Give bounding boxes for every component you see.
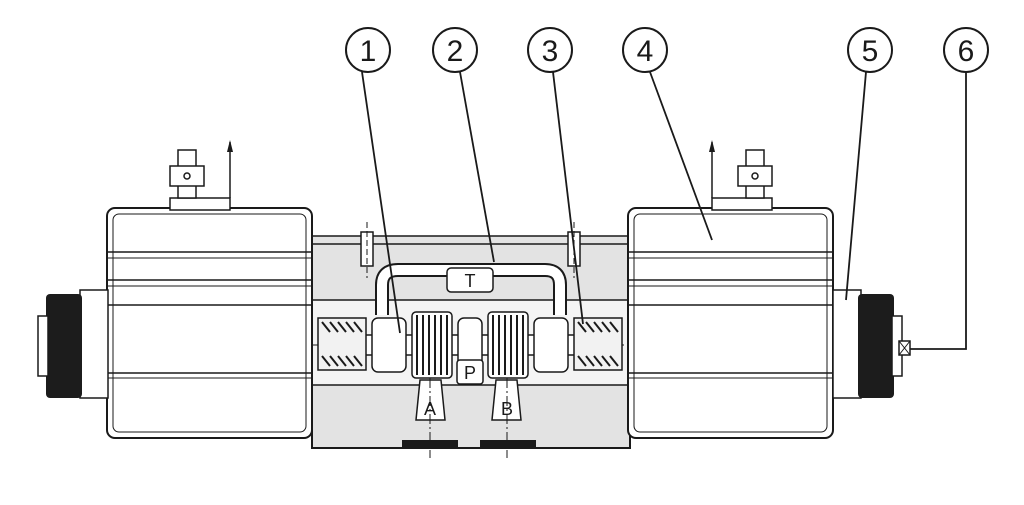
return-spring-left <box>317 317 367 371</box>
solenoid-right <box>627 207 834 439</box>
port-label-p: P <box>464 363 476 383</box>
manual-override-left <box>37 289 109 399</box>
port-b-passage <box>480 378 536 458</box>
connector-left <box>169 140 233 211</box>
callout-number-1: 1 <box>360 35 377 68</box>
port-label-b: B <box>501 399 513 419</box>
callout-number-5: 5 <box>862 35 879 68</box>
callout-number-2: 2 <box>447 35 464 68</box>
callout-3: 3 <box>527 27 584 325</box>
callout-number-6: 6 <box>958 35 975 68</box>
callout-1: 1 <box>345 27 401 334</box>
callout-2: 2 <box>432 27 495 263</box>
spool <box>290 311 652 379</box>
port-a-passage <box>402 378 458 458</box>
mounting-screw-left <box>360 222 374 278</box>
callout-number-3: 3 <box>542 35 559 68</box>
callout-6: 6 <box>910 27 989 350</box>
manual-override-right <box>832 289 911 399</box>
tank-channel <box>375 263 567 315</box>
port-label-a: A <box>424 399 436 419</box>
solenoid-left <box>106 207 313 439</box>
callout-4: 4 <box>622 27 713 241</box>
return-spring-right <box>573 317 623 371</box>
callout-number-4: 4 <box>637 35 654 68</box>
port-label-t: T <box>465 271 476 291</box>
connector-right <box>709 140 773 211</box>
callout-5: 5 <box>845 27 893 301</box>
pressure-port <box>456 359 484 385</box>
